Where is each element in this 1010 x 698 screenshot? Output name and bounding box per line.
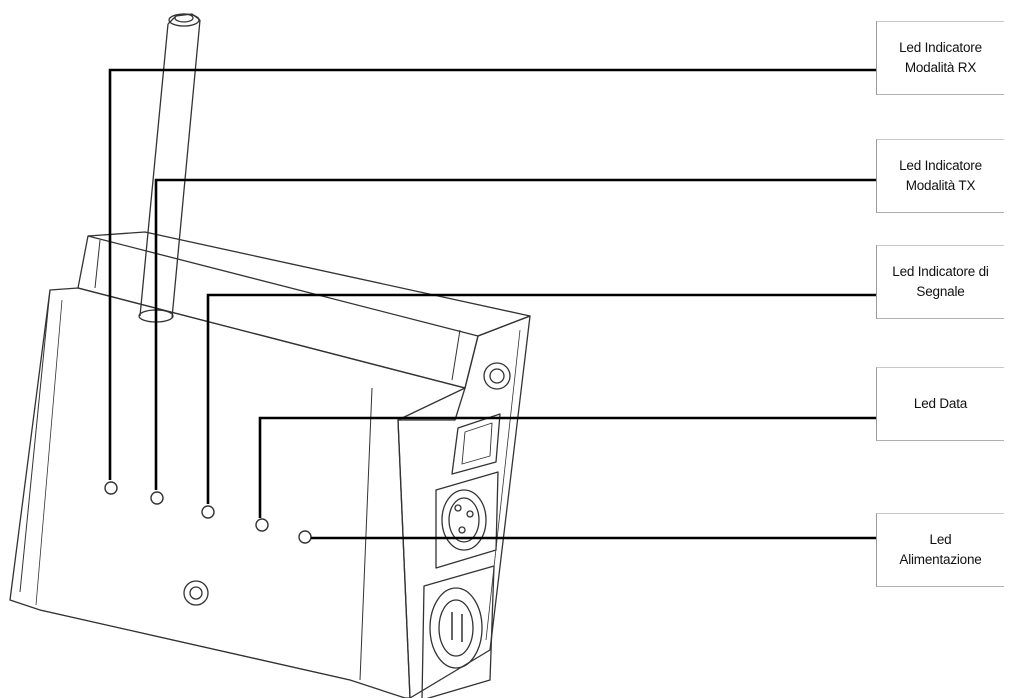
front-leds bbox=[104, 481, 312, 544]
leader-lines bbox=[108, 68, 876, 540]
leader-line-signal bbox=[206, 293, 876, 504]
led-data-icon bbox=[255, 518, 269, 532]
side-connectors bbox=[421, 362, 511, 698]
label-signal: Led Indicatore di Segnale bbox=[892, 264, 989, 299]
leader-line-tx bbox=[154, 178, 876, 490]
label-tx: Led Indicatore Modalità TX bbox=[899, 158, 982, 193]
leader-line-rx bbox=[108, 68, 876, 480]
device-top-back bbox=[77, 235, 479, 389]
label-box-data: Led Data bbox=[876, 367, 1004, 441]
label-box-signal: Led Indicatore di Segnale bbox=[876, 245, 1004, 319]
leader-line-data bbox=[258, 416, 876, 518]
led-rx-icon bbox=[104, 481, 118, 495]
led-tx-icon bbox=[150, 491, 164, 505]
led-signal-icon bbox=[201, 505, 215, 519]
device-front-face bbox=[9, 287, 466, 698]
front-screw bbox=[183, 580, 209, 606]
label-power: Led Alimentazione bbox=[899, 532, 982, 567]
label-box-tx: Led Indicatore Modalità TX bbox=[876, 139, 1004, 213]
device-illustration bbox=[9, 13, 531, 698]
label-box-rx: Led Indicatore Modalità RX bbox=[876, 21, 1004, 95]
label-rx: Led Indicatore Modalità RX bbox=[899, 40, 982, 75]
label-box-power: Led Alimentazione bbox=[876, 513, 1004, 587]
led-power-icon bbox=[298, 530, 312, 544]
label-data: Led Data bbox=[913, 396, 968, 411]
antenna bbox=[138, 13, 201, 323]
device-side-face bbox=[397, 315, 531, 698]
